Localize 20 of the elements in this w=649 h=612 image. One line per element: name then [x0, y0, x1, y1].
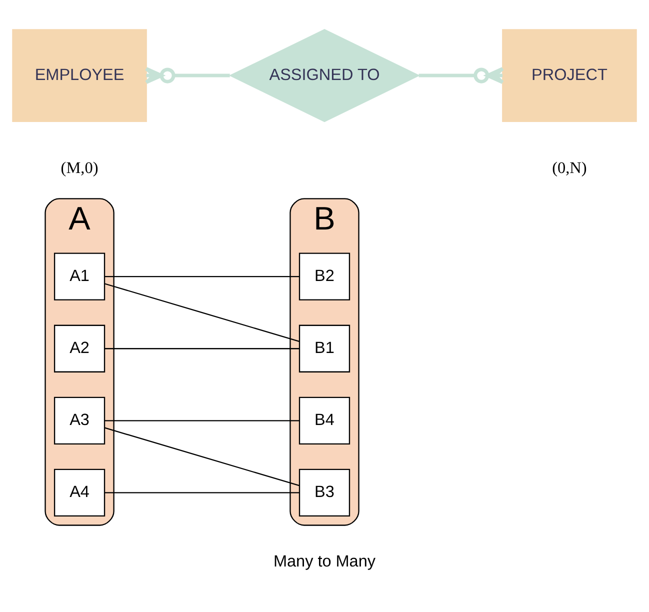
label: Many to Many: [273, 552, 376, 570]
node-box: B2: [298, 252, 350, 300]
connector: [104, 276, 300, 277]
label: (0,N): [552, 158, 587, 176]
node-diamond: ASSIGNED TO: [228, 28, 420, 122]
node-box: A3: [54, 396, 106, 444]
node-box: A2: [54, 324, 106, 372]
connector: [104, 420, 300, 421]
node-box: PROJECT: [502, 28, 637, 122]
label: (M,0): [60, 158, 98, 176]
connector: [104, 492, 300, 493]
node-box: EMPLOYEE: [12, 28, 147, 122]
node-box: B3: [298, 468, 350, 516]
connector: [104, 426, 300, 486]
node-box: B1: [298, 324, 350, 372]
node-box: A4: [54, 468, 106, 516]
connector: [104, 348, 300, 349]
node-box: B4: [298, 396, 350, 444]
node-box: A1: [54, 252, 106, 300]
connector: [104, 282, 300, 342]
